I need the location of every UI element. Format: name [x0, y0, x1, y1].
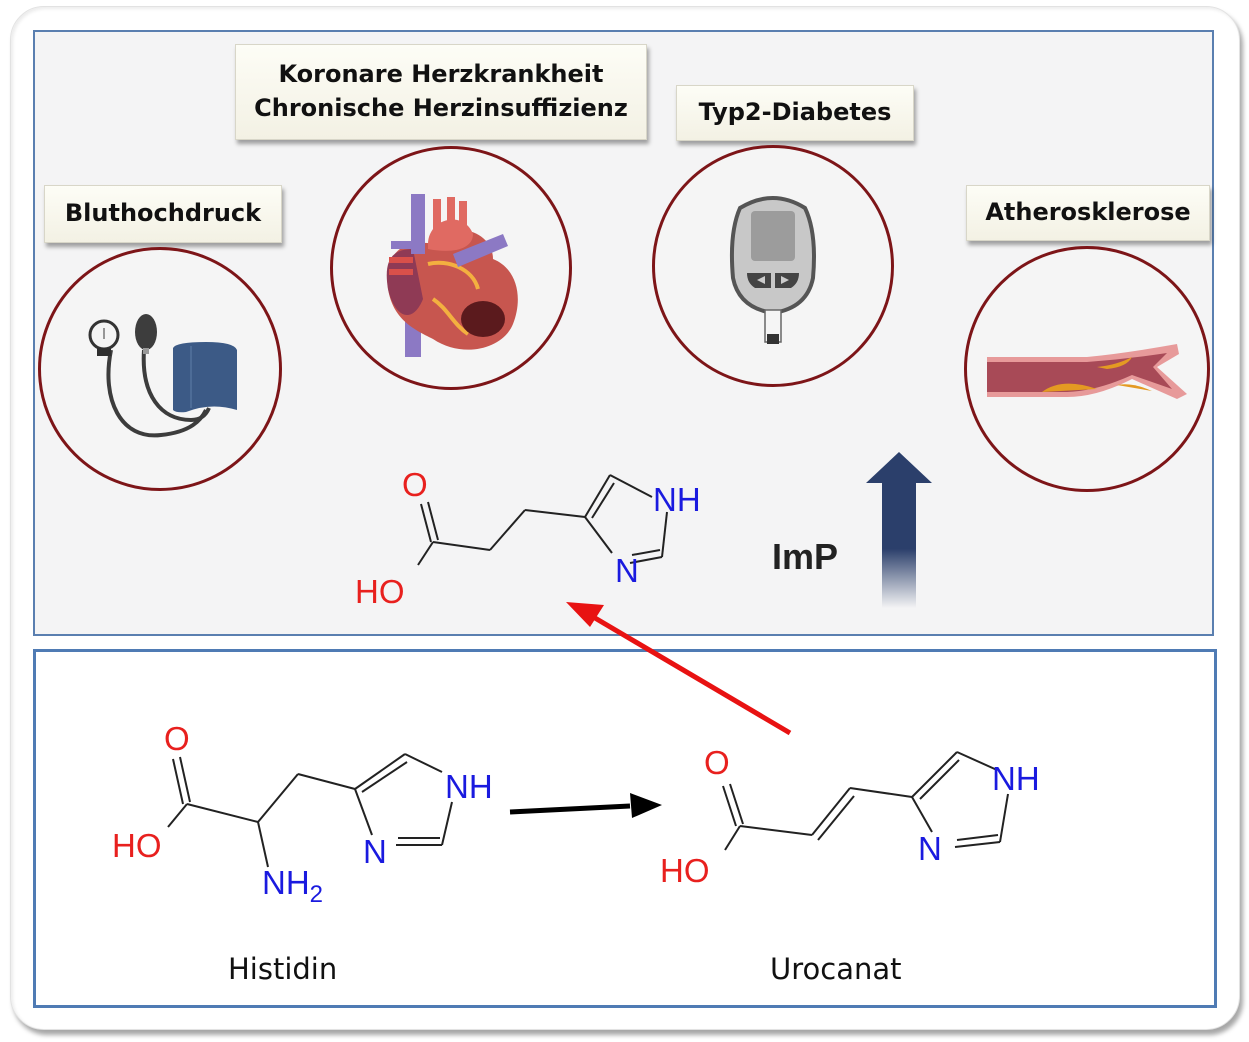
atom-nh2-sub: 2 [310, 881, 323, 908]
label-text: Typ2-Diabetes [698, 98, 892, 127]
heart-icon [386, 194, 518, 357]
label-heart-disease: Koronare Herzkrankheit Chronische Herzin… [235, 44, 647, 140]
label-text: Atherosklerose [985, 198, 1191, 227]
atom-n: N [918, 830, 942, 867]
atom-nh: NH [445, 768, 493, 805]
blood-pressure-cuff-icon [88, 314, 237, 438]
label-text: Koronare Herzkrankheit [278, 60, 604, 89]
urocanat-label: Urocanat [770, 952, 902, 986]
atom-o: O [164, 720, 190, 757]
label-text: Chronische Herzinsuffizienz [254, 94, 628, 122]
histidin-structure: O HO NH2 NH N [112, 720, 493, 908]
label-hypertension: Bluthochdruck [44, 185, 282, 243]
atom-nh: NH [992, 760, 1040, 797]
artery-plaque-icon [987, 344, 1187, 399]
atom-nh2-base: NH [262, 864, 310, 901]
atom-ho: HO [660, 852, 710, 889]
glucose-meter-icon [729, 196, 816, 344]
atom-nh2: NH2 [262, 864, 323, 908]
atom-n: N [363, 833, 387, 870]
imp-structure: O HO NH N [355, 466, 701, 610]
atherosclerosis-circle [964, 246, 1210, 492]
atom-nh: NH [653, 481, 701, 518]
atom-o: O [402, 466, 428, 503]
up-arrow-icon [866, 452, 932, 608]
urocanat-structure: O HO NH N [660, 744, 1040, 889]
atom-ho: HO [355, 573, 405, 610]
atom-ho: HO [112, 827, 162, 864]
label-text: Bluthochdruck [64, 199, 262, 228]
diabetes-circle [652, 145, 894, 387]
label-diabetes: Typ2-Diabetes [676, 85, 914, 141]
label-atherosclerosis: Atherosklerose [966, 185, 1210, 241]
atom-n: N [615, 552, 639, 589]
histidin-label: Histidin [228, 952, 338, 986]
heart-disease-circle [330, 146, 572, 390]
atom-o: O [704, 744, 730, 781]
imp-label: ImP [772, 536, 839, 577]
hypertension-circle [38, 247, 282, 491]
